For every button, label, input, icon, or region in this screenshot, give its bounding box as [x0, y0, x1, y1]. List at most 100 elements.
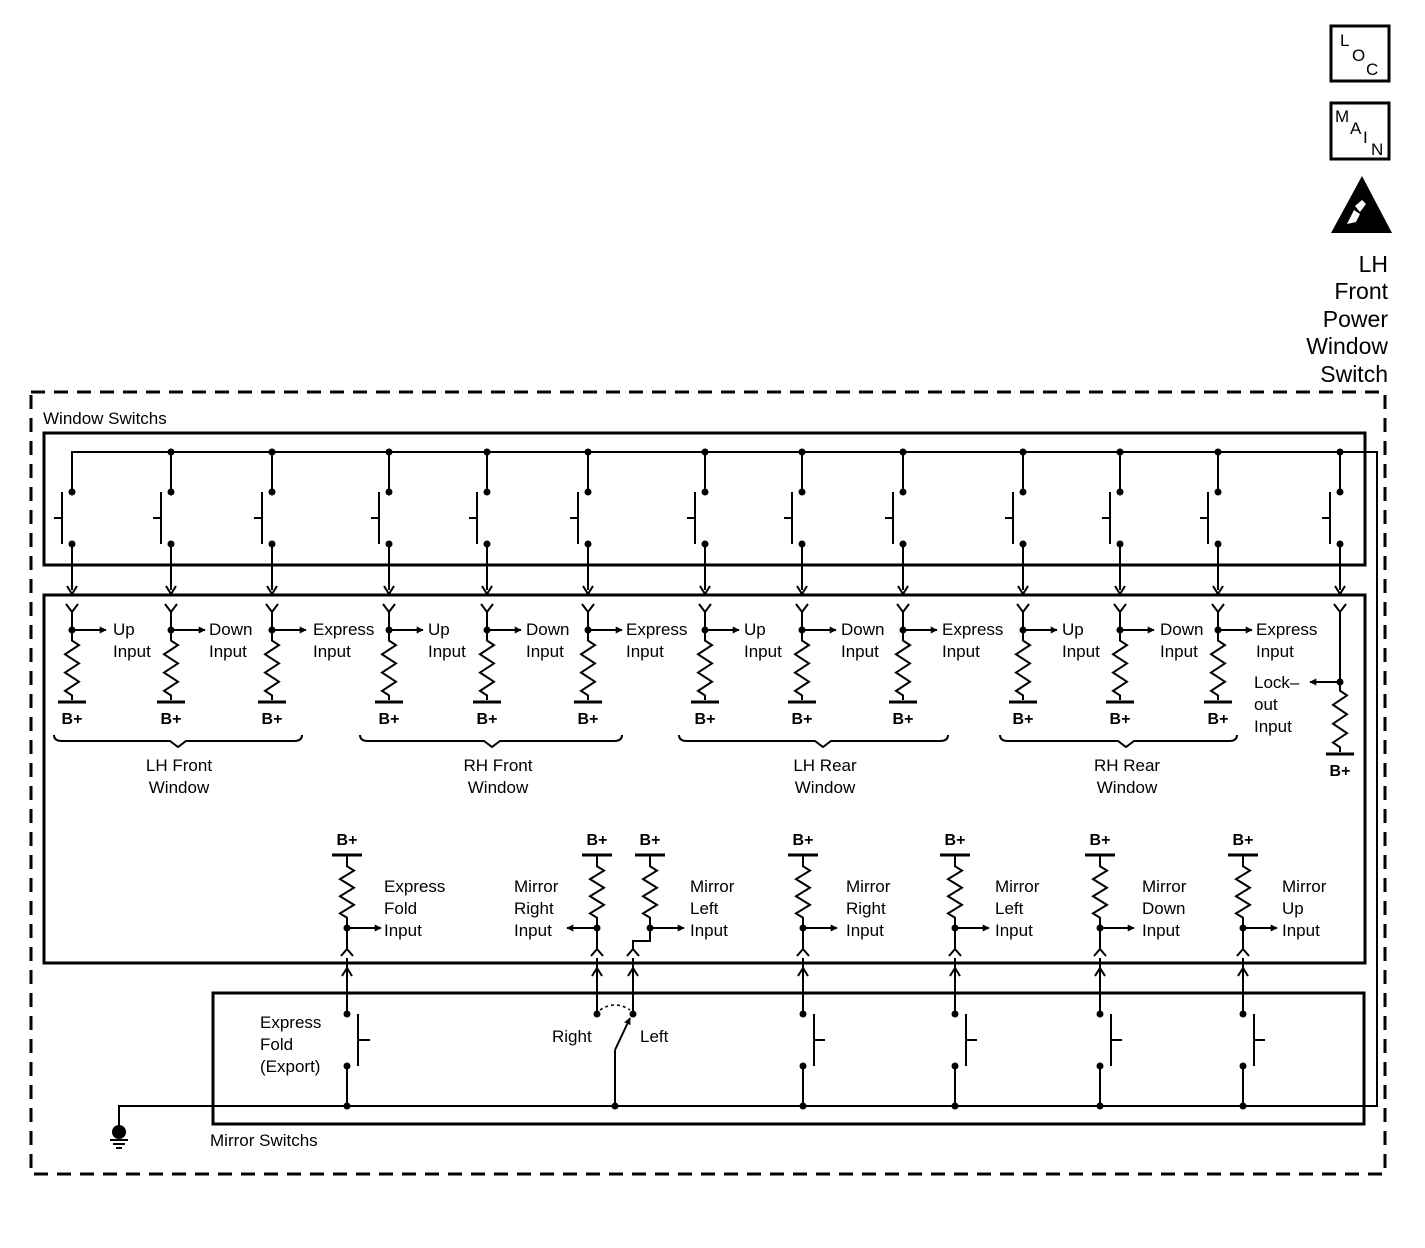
connector-pin — [382, 603, 396, 614]
b-plus-label: B+ — [379, 711, 400, 728]
connector-pin — [795, 603, 809, 614]
input-label: Input — [313, 642, 351, 661]
b-plus-label: B+ — [695, 711, 716, 728]
connector-pin — [1236, 947, 1250, 957]
junction-dot — [584, 448, 592, 456]
input-label: Up — [744, 620, 766, 639]
lockout-label-line: Input — [1254, 717, 1292, 736]
mirror-wire — [632, 928, 651, 950]
b-plus-label: B+ — [793, 832, 814, 849]
input-label: Input — [526, 642, 564, 661]
component-boundary — [29, 390, 1387, 1176]
connector-pin — [626, 947, 640, 957]
input-label: Input — [113, 642, 151, 661]
mirror-input-label: Left — [690, 899, 719, 918]
wire-arrow — [796, 585, 808, 596]
wire-arrow — [591, 966, 603, 977]
resistor — [162, 636, 180, 700]
mirror-resistor — [338, 862, 356, 922]
junction-dot — [799, 1102, 807, 1110]
express-fold-switch-label: (Export) — [260, 1057, 320, 1076]
switch-contact — [1096, 1010, 1104, 1018]
b-plus-label: B+ — [1330, 763, 1351, 780]
window-group-label: LH Rear — [793, 756, 857, 775]
lockout-input: Lock– out Input — [1254, 673, 1300, 736]
mirror-switches-box — [211, 991, 1366, 1126]
input-label: Down — [209, 620, 252, 639]
loc-letter: L — [1340, 31, 1349, 50]
resistor — [894, 636, 912, 700]
input-label: Up — [1062, 620, 1084, 639]
component-title-line: Switch — [1320, 361, 1388, 387]
b-plus-label: B+ — [1208, 711, 1229, 728]
wire-arrow — [66, 585, 78, 596]
mirror-input-label: Input — [384, 921, 422, 940]
loc-letter: C — [1366, 60, 1378, 79]
resistor — [63, 636, 81, 700]
junction-dot — [1239, 1102, 1247, 1110]
switch-contact — [593, 1010, 601, 1018]
mirror-input-label: Mirror — [1142, 877, 1187, 896]
b-plus-label: B+ — [161, 711, 182, 728]
wire-arrow — [383, 585, 395, 596]
connector-pin — [1211, 603, 1225, 614]
wire-arrow — [1017, 585, 1029, 596]
b-plus-label: B+ — [792, 711, 813, 728]
input-label: Up — [428, 620, 450, 639]
resistor — [263, 636, 281, 700]
junction-dot — [1336, 448, 1344, 456]
resistor — [1111, 636, 1129, 700]
input-label: Input — [942, 642, 980, 661]
input-label: Express — [942, 620, 1003, 639]
resistor — [380, 636, 398, 700]
main-letter: M — [1335, 107, 1349, 126]
junction-dot — [798, 448, 806, 456]
b-plus-label: B+ — [945, 832, 966, 849]
b-plus-label: B+ — [1090, 832, 1111, 849]
switch-contact — [167, 488, 175, 496]
mirror-input-label: Fold — [384, 899, 417, 918]
input-layer: Up Input Down Input Express Input Up Inp… — [58, 612, 1354, 780]
resistor — [579, 636, 597, 700]
loc-icon: L O C — [1329, 24, 1391, 83]
wire-arrow — [1237, 966, 1249, 977]
main-icon: M A I N — [1329, 101, 1391, 161]
connector-pin — [1333, 603, 1347, 614]
switch-contact — [899, 488, 907, 496]
input-label: Input — [626, 642, 664, 661]
window-group-label: Window — [149, 778, 210, 797]
junction-dot — [701, 448, 709, 456]
switch-contact — [1214, 488, 1222, 496]
window-group-label: RH Rear — [1094, 756, 1160, 775]
connector-pin — [581, 603, 595, 614]
mirror-switch-labels: Express Fold (Export) Right Left — [260, 1013, 669, 1076]
switch-contact — [951, 1010, 959, 1018]
mirror-input-label: Mirror — [514, 877, 559, 896]
mirror-input-label: Input — [1282, 921, 1320, 940]
switch-contact — [1336, 488, 1344, 496]
resistor — [1014, 636, 1032, 700]
window-switches-label: Window Switchs — [43, 409, 167, 428]
b-plus-label: B+ — [1110, 711, 1131, 728]
junction-dot — [343, 1102, 351, 1110]
mirror-input-label: Left — [995, 899, 1024, 918]
esd-warning-icon — [1331, 176, 1392, 233]
mirror-switches-label: Mirror Switchs — [210, 1131, 318, 1150]
wire-arrow — [341, 966, 353, 977]
junction-dot — [483, 448, 491, 456]
wire-arrow — [481, 585, 493, 596]
switch-contact — [799, 1010, 807, 1018]
input-label: Input — [1160, 642, 1198, 661]
switch-contact — [629, 1010, 637, 1018]
junction-dot — [1096, 1102, 1104, 1110]
connector-pin — [590, 947, 604, 957]
b-plus-label: B+ — [337, 832, 358, 849]
mirror-input-label: Express — [384, 877, 445, 896]
junction-dot — [951, 1102, 959, 1110]
switch-contact — [584, 488, 592, 496]
lockout-label-line: Lock– — [1254, 673, 1300, 692]
switch-contact — [343, 1010, 351, 1018]
input-label: Input — [841, 642, 879, 661]
input-label: Express — [626, 620, 687, 639]
b-plus-label: B+ — [262, 711, 283, 728]
